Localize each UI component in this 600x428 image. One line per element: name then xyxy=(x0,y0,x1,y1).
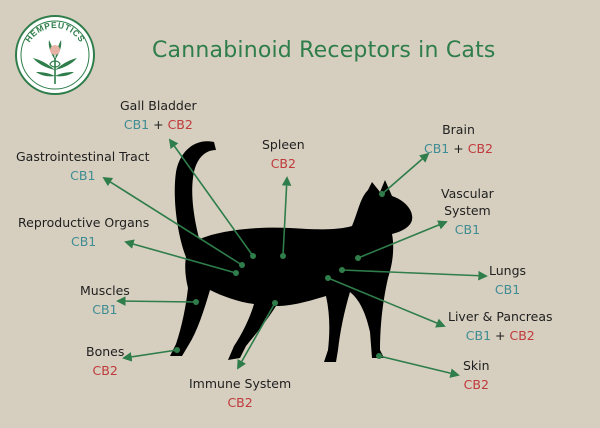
plus-sign: + xyxy=(495,328,506,343)
arrow-reproductive-organs xyxy=(124,239,237,274)
receptor-list: CB1 xyxy=(441,221,494,238)
receptor-cb2: CB2 xyxy=(467,141,493,156)
label-muscles: Muscles CB1 xyxy=(80,282,130,318)
receptor-cb1: CB1 xyxy=(70,234,97,249)
receptor-list: CB1 + CB2 xyxy=(120,116,197,133)
arrow-gall-bladder xyxy=(168,138,254,257)
organ-name: Bones xyxy=(86,344,125,359)
receptor-cb1: CB1 xyxy=(424,141,450,156)
organ-name: Liver & Pancreas xyxy=(448,309,553,324)
receptor-cb1: CB1 xyxy=(70,168,96,183)
organ-name-line-1: Vascular xyxy=(441,186,494,201)
plus-sign: + xyxy=(453,141,464,156)
receptor-list: CB1 xyxy=(489,281,526,298)
receptor-cb2: CB2 xyxy=(509,328,535,343)
organ-name: Lungs xyxy=(489,263,527,278)
label-spleen: Spleen CB2 xyxy=(262,136,305,172)
arrow-liver-pancreas xyxy=(327,277,446,328)
cat-silhouette xyxy=(170,141,413,362)
label-gastrointestinal-tract: Gastrointestinal Tract CB1 xyxy=(16,148,150,184)
label-immune-system: Immune System CB2 xyxy=(189,375,291,411)
organ-name: Brain xyxy=(442,122,475,137)
organ-name: Muscles xyxy=(80,283,130,298)
receptor-cb2: CB2 xyxy=(167,117,193,132)
label-vascular-system: Vascular System CB1 xyxy=(441,185,494,238)
arrow-origin-dots xyxy=(174,191,385,359)
receptor-cb2: CB2 xyxy=(227,395,253,410)
hempeutics-logo: HEMPEUTICS xyxy=(15,15,95,95)
receptor-cb2: CB2 xyxy=(270,156,296,171)
label-skin: Skin CB2 xyxy=(463,357,490,393)
receptor-cb1: CB1 xyxy=(465,328,492,343)
receptor-cb2: CB2 xyxy=(463,377,489,392)
arrow-lungs xyxy=(341,269,488,281)
arrow-bones xyxy=(122,349,178,362)
plus-sign: + xyxy=(153,117,164,132)
receptor-cb2: CB2 xyxy=(92,363,118,378)
receptor-cb1: CB1 xyxy=(92,302,118,317)
arrow-gastrointestinal-tract xyxy=(102,176,243,266)
receptor-list: CB1 xyxy=(18,233,149,250)
label-lungs: Lungs CB1 xyxy=(489,262,526,298)
arrow-skin xyxy=(378,355,460,378)
organ-name: Gall Bladder xyxy=(120,98,197,113)
arrow-vascular-system xyxy=(357,220,448,259)
receptor-arrows xyxy=(102,138,488,378)
label-reproductive-organs: Reproductive Organs CB1 xyxy=(18,214,149,250)
label-gall-bladder: Gall Bladder CB1 + CB2 xyxy=(120,97,197,133)
organ-name: Reproductive Organs xyxy=(18,215,150,230)
organ-name: Gastrointestinal Tract xyxy=(16,149,150,164)
page-title: Cannabinoid Receptors in Cats xyxy=(152,38,496,63)
receptor-cb1: CB1 xyxy=(494,282,521,297)
receptor-list: CB1 + CB2 xyxy=(424,140,493,157)
arrow-spleen xyxy=(281,176,292,257)
arrow-brain xyxy=(381,152,430,195)
label-brain: Brain CB1 + CB2 xyxy=(424,121,493,157)
receptor-list: CB1 + CB2 xyxy=(448,327,553,344)
label-bones: Bones CB2 xyxy=(86,343,124,379)
organ-name: Skin xyxy=(463,358,490,373)
label-liver-pancreas: Liver & Pancreas CB1 + CB2 xyxy=(448,308,553,344)
organ-name: Immune System xyxy=(189,376,292,391)
receptor-list: CB2 xyxy=(189,394,291,411)
receptor-list: CB2 xyxy=(86,362,124,379)
receptor-list: CB1 xyxy=(16,167,150,184)
receptor-list: CB1 xyxy=(80,301,130,318)
arrow-muscles xyxy=(116,296,197,306)
arrow-immune-system xyxy=(237,302,276,370)
hemp-leaf-icon xyxy=(33,40,77,84)
receptor-cb1: CB1 xyxy=(123,117,150,132)
receptor-cb1: CB1 xyxy=(454,222,481,237)
receptor-list: CB2 xyxy=(463,376,490,393)
receptor-list: CB2 xyxy=(262,155,305,172)
organ-name: Spleen xyxy=(262,137,305,152)
organ-name-line-2: System xyxy=(444,203,491,218)
